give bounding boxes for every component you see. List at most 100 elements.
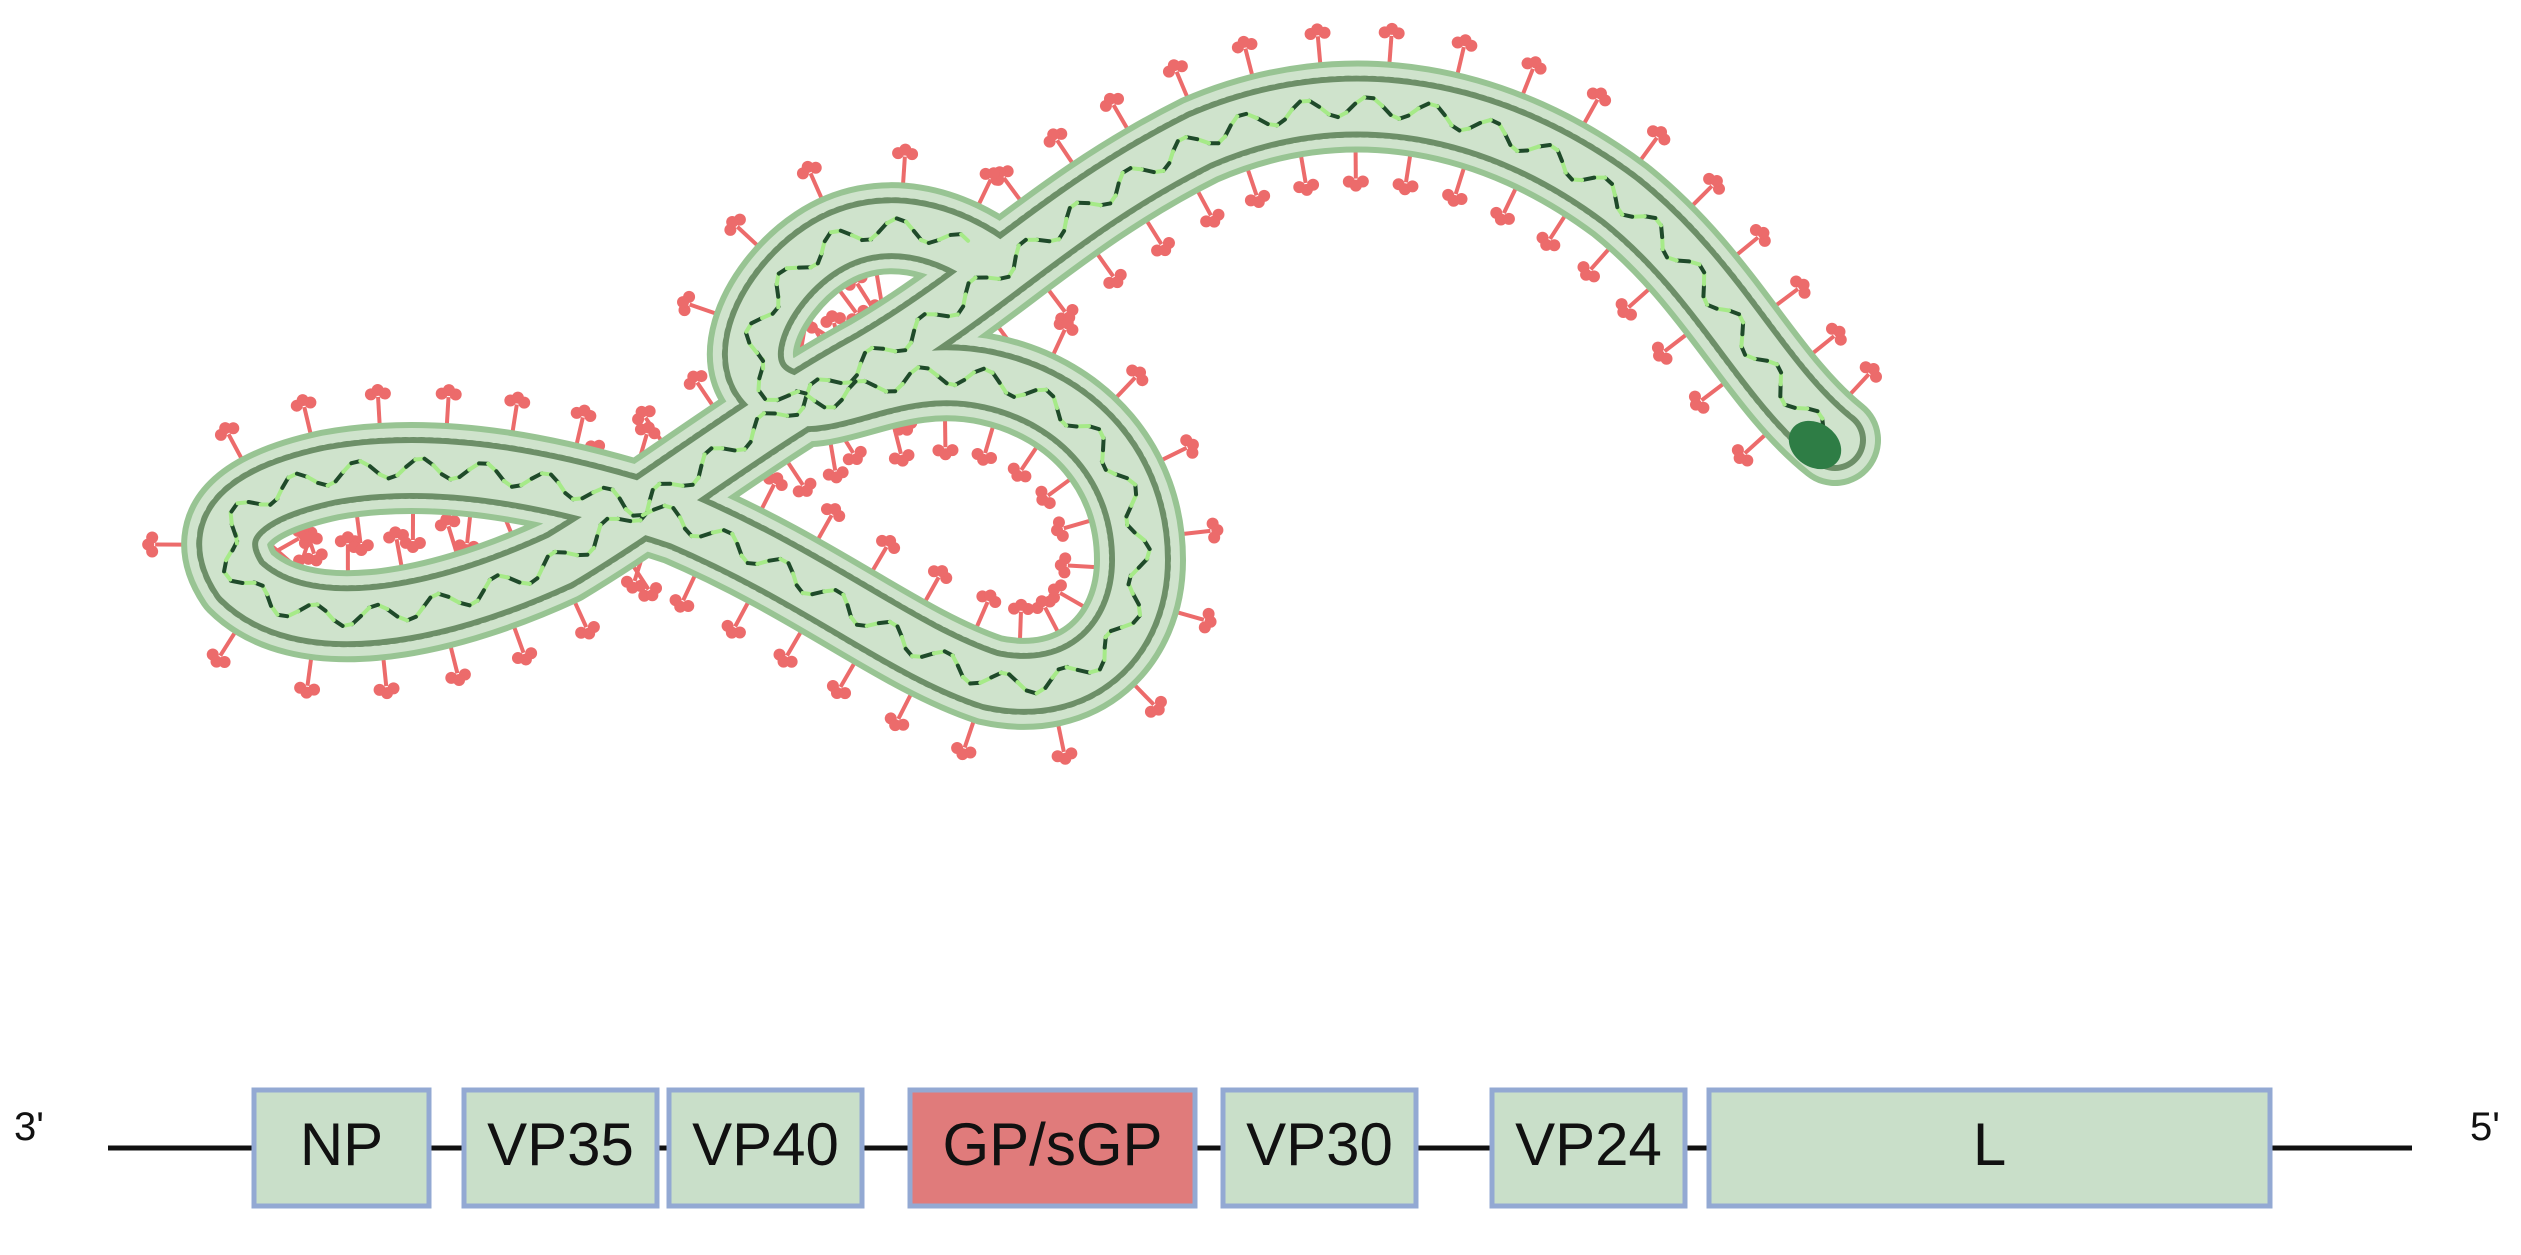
glycoprotein-spike (1810, 322, 1847, 356)
genome-map: NP VP35 VP40 GP/sGP VP30 VP24 L (108, 1087, 2412, 1209)
glycoprotein-spike (1051, 516, 1092, 542)
glycoprotein-spike (142, 531, 184, 558)
glycoprotein-spike (1690, 172, 1725, 208)
gene-l: L (1706, 1087, 2273, 1209)
glycoprotein-spike (572, 600, 600, 640)
glycoprotein-spike (620, 553, 647, 594)
glycoprotein-spike (1182, 517, 1224, 544)
glycoprotein-spike (923, 565, 953, 603)
glycoprotein-spike (816, 503, 846, 541)
glycoprotein-spike (1114, 364, 1149, 400)
glycoprotein-spike (1490, 187, 1518, 226)
glycoprotein-spike (1731, 432, 1767, 467)
glycoprotein-spike (971, 425, 997, 466)
glycoprotein-spike (796, 160, 824, 200)
glycoprotein-spike (1848, 361, 1882, 397)
glycoprotein-spike (677, 290, 717, 317)
glycoprotein-spike (724, 213, 760, 248)
gene-vp35: VP35 (461, 1087, 660, 1209)
glycoprotein-spike (1162, 59, 1190, 99)
glycoprotein-spike (1231, 35, 1258, 77)
three-prime-end-label: 3' (14, 1105, 44, 1149)
glycoprotein-spike (1774, 275, 1811, 308)
glycoprotein-spike (634, 421, 661, 462)
glycoprotein-spike (1520, 56, 1547, 96)
glycoprotein-spike (884, 693, 913, 732)
glycoprotein-spike (1651, 332, 1688, 365)
glycoprotein-spike (1451, 34, 1478, 75)
glycoprotein-spike (683, 370, 715, 407)
gene-box (1220, 1087, 1419, 1209)
gene-box (1489, 1087, 1688, 1209)
gene-vp40: VP40 (666, 1087, 865, 1209)
glycoprotein-spike (1536, 214, 1567, 252)
gene-box (666, 1087, 865, 1209)
five-prime-end-label: 5' (2470, 1105, 2500, 1149)
glycoprotein-spike (435, 384, 462, 426)
gene-label: L (1973, 1111, 2006, 1178)
glycoprotein-spike (1244, 168, 1271, 208)
glycoprotein-spike (1176, 607, 1217, 634)
glycoprotein-spike (1392, 154, 1419, 196)
glycoprotein-spike (290, 394, 317, 435)
gene-label: VP30 (1246, 1111, 1393, 1178)
gene-box (461, 1087, 660, 1209)
glycoprotein-spike (976, 167, 1005, 206)
glycoprotein-spike (1442, 166, 1468, 207)
gene-gp-sgp: GP/sGP (907, 1087, 1198, 1209)
glycoprotein-spike (1047, 579, 1086, 609)
glycoprotein-spike (892, 143, 919, 185)
glycoprotein-spike (1035, 477, 1072, 510)
glycoprotein-spike (1638, 125, 1671, 162)
ebola-virion-illustration (142, 22, 1882, 765)
glycoprotein-spike (570, 404, 597, 446)
glycoprotein-spike (974, 589, 1002, 629)
gene-vp24: VP24 (1489, 1087, 1688, 1209)
glycoprotein-spike (383, 526, 409, 568)
glycoprotein-spike (214, 422, 244, 460)
nucleocapsid-helix (222, 95, 1826, 696)
polymerase-complex (1788, 420, 1842, 470)
gene-label: NP (300, 1111, 383, 1178)
glycoprotein-spike (302, 526, 328, 567)
glycoprotein-spike (1054, 552, 1096, 579)
glycoprotein-spike (773, 630, 803, 668)
glycoprotein-spike (669, 574, 697, 613)
glycoprotein-spike (951, 720, 977, 761)
glycoprotein-spike (445, 645, 471, 687)
glycoprotein-spike (1008, 598, 1035, 640)
glycoprotein-spike (1132, 683, 1167, 718)
glycoprotein-spike (1095, 252, 1127, 289)
glycoprotein-spike (870, 534, 901, 573)
glycoprotein-spike (1304, 23, 1331, 65)
glycoprotein-spike (826, 661, 857, 700)
glycoprotein-spike (785, 460, 817, 498)
glycoprotein-spike (1099, 92, 1130, 131)
glycoprotein-spike (1582, 87, 1612, 125)
gene-label: VP24 (1515, 1111, 1662, 1178)
glycoprotein-spike (399, 511, 426, 553)
gene-vp30: VP30 (1220, 1087, 1419, 1209)
gene-box (251, 1087, 432, 1209)
glycoprotein-spike (1577, 247, 1611, 283)
glycoprotein-spike (294, 657, 321, 699)
gene-label: VP40 (692, 1111, 839, 1178)
glycoprotein-spike (1615, 287, 1651, 321)
gene-box (1706, 1087, 2273, 1209)
glycoprotein-spike (1293, 155, 1320, 196)
glycoprotein-spike (364, 383, 391, 425)
glycoprotein-spike (932, 419, 959, 461)
glycoprotein-spike (721, 600, 751, 639)
gene-np: NP (251, 1087, 432, 1209)
glycoprotein-spike (206, 630, 237, 668)
glycoprotein-spike (1051, 724, 1078, 765)
glycoprotein-spike (1342, 150, 1369, 192)
glycoprotein-spike (1735, 224, 1771, 257)
glycoprotein-spike (504, 391, 531, 433)
glycoprotein-spike (347, 515, 374, 557)
glycoprotein-spike (1195, 189, 1225, 228)
gene-segments: NP VP35 VP40 GP/sGP VP30 VP24 L (251, 1087, 2273, 1209)
glycoprotein-spike (822, 442, 849, 484)
glycoprotein-spike (1160, 434, 1199, 462)
glycoprotein-spike (373, 658, 400, 700)
